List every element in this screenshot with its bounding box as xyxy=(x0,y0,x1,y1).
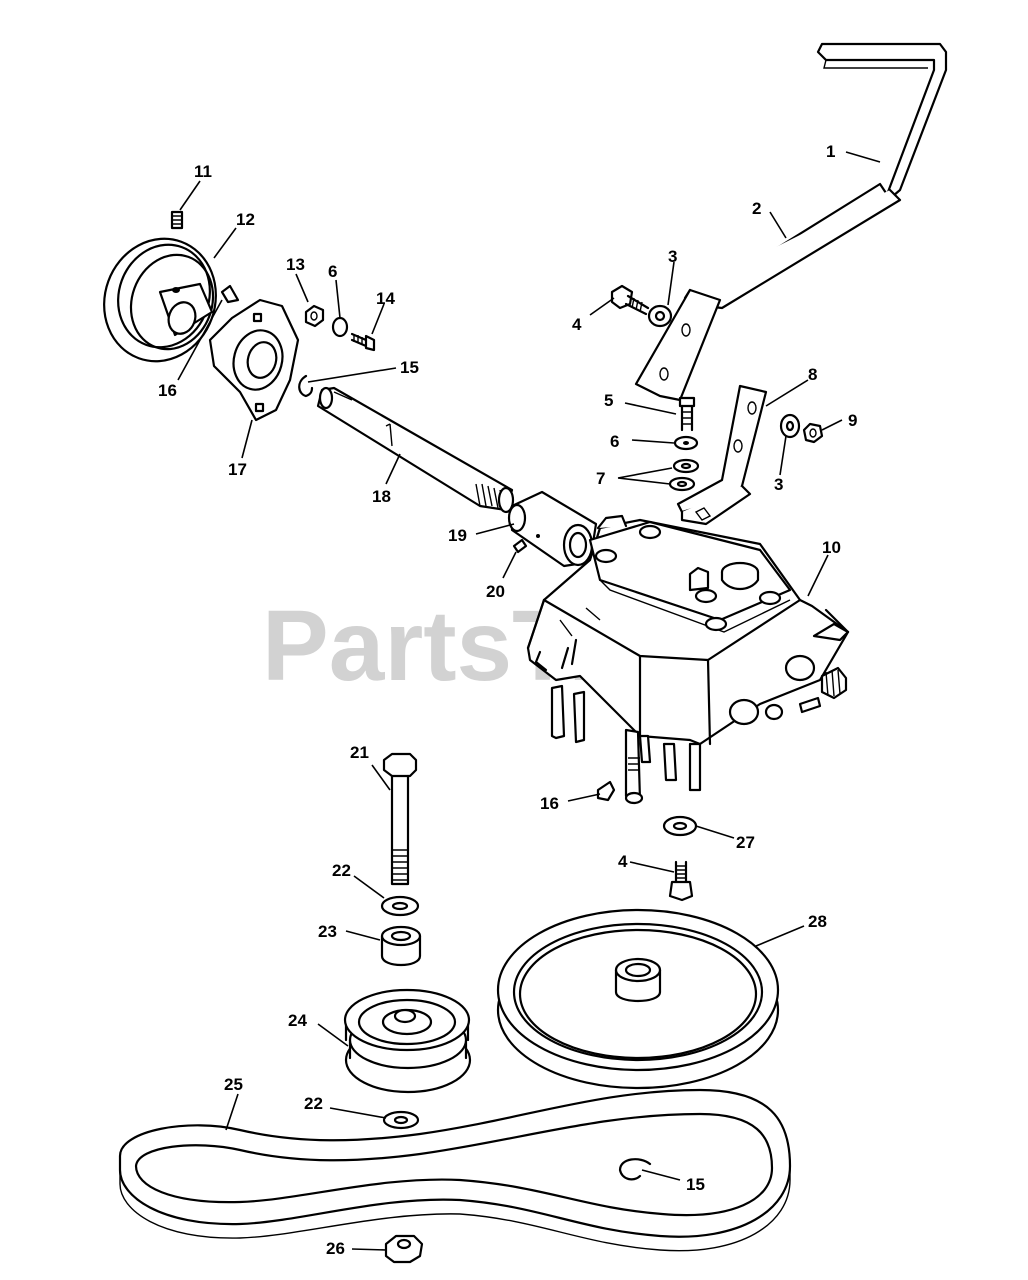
transmission[interactable] xyxy=(526,514,850,805)
callout-19: 19 xyxy=(448,526,467,545)
callout-6-upper: 6 xyxy=(328,262,337,281)
callout-4-lower: 4 xyxy=(618,852,628,871)
callout-22-upper: 22 xyxy=(332,861,351,880)
snap-ring-upper[interactable] xyxy=(298,374,314,398)
washer-6-lower[interactable] xyxy=(673,435,699,451)
callout-3-lever: 3 xyxy=(668,247,677,266)
drive-belt[interactable] xyxy=(118,1088,792,1252)
hex-nut-9[interactable] xyxy=(802,422,824,444)
callout-9: 9 xyxy=(848,411,857,430)
spacer-23[interactable] xyxy=(380,925,422,967)
washer-lever[interactable] xyxy=(647,304,673,328)
callout-28: 28 xyxy=(808,912,827,931)
callout-2: 2 xyxy=(752,199,761,218)
callout-14: 14 xyxy=(376,289,395,308)
input-shaft[interactable] xyxy=(316,386,515,514)
callout-6-lower: 6 xyxy=(610,432,619,451)
callout-24: 24 xyxy=(288,1011,307,1030)
bolt-lever[interactable] xyxy=(610,284,650,316)
callout-17: 17 xyxy=(228,460,247,479)
washer-27[interactable] xyxy=(662,815,698,837)
callout-23: 23 xyxy=(318,922,337,941)
callout-3-bracket: 3 xyxy=(774,475,783,494)
bolt-21[interactable] xyxy=(382,752,418,886)
coupler-sleeve[interactable] xyxy=(507,490,598,568)
washer-22-lower[interactable] xyxy=(382,1110,420,1130)
roll-pin[interactable] xyxy=(512,538,528,554)
flange-bearing[interactable] xyxy=(208,298,300,422)
callout-22-lower: 22 xyxy=(304,1094,323,1113)
key-upper[interactable] xyxy=(220,284,240,304)
washers-7[interactable] xyxy=(668,458,700,492)
callout-26: 26 xyxy=(326,1239,345,1258)
callout-15-upper: 15 xyxy=(400,358,419,377)
callout-11: 11 xyxy=(194,162,212,181)
callout-12: 12 xyxy=(236,210,255,229)
hex-nut-13[interactable] xyxy=(304,304,325,328)
callout-15-lower: 15 xyxy=(686,1175,705,1194)
bolt-pulley[interactable] xyxy=(668,860,694,902)
callout-1: 1 xyxy=(826,142,835,161)
snap-ring-lower[interactable] xyxy=(618,1158,652,1181)
callout-20: 20 xyxy=(486,582,505,601)
hex-nut-26[interactable] xyxy=(384,1234,424,1264)
callout-7: 7 xyxy=(596,469,605,488)
transmission-pulley[interactable] xyxy=(496,908,780,1090)
callout-25: 25 xyxy=(224,1075,243,1094)
drive-pulley[interactable] xyxy=(87,223,233,377)
leader-lines xyxy=(177,151,881,1251)
shift-lever[interactable] xyxy=(634,42,948,402)
callout-labels: 1 2 3 4 5 6 7 8 9 3 10 11 12 13 6 14 15 … xyxy=(158,142,857,1258)
callout-16-lower: 16 xyxy=(540,794,559,813)
washer-6-upper[interactable] xyxy=(331,316,349,338)
washer-bracket[interactable] xyxy=(779,413,801,439)
washer-22-upper[interactable] xyxy=(380,895,420,917)
key-lower[interactable] xyxy=(596,780,616,802)
bolt-5[interactable] xyxy=(678,396,696,432)
callout-18: 18 xyxy=(372,487,391,506)
callout-21: 21 xyxy=(350,743,369,762)
callout-5: 5 xyxy=(604,391,613,410)
idler-pulley[interactable] xyxy=(343,988,472,1094)
bolt-14[interactable] xyxy=(350,332,376,352)
callout-27: 27 xyxy=(736,833,755,852)
set-screw[interactable] xyxy=(170,210,184,230)
callout-16-upper: 16 xyxy=(158,381,177,400)
mounting-bracket[interactable] xyxy=(676,384,768,526)
callout-4-lever: 4 xyxy=(572,315,582,334)
callout-10: 10 xyxy=(822,538,841,557)
callout-8: 8 xyxy=(808,365,817,384)
callout-13: 13 xyxy=(286,255,305,274)
